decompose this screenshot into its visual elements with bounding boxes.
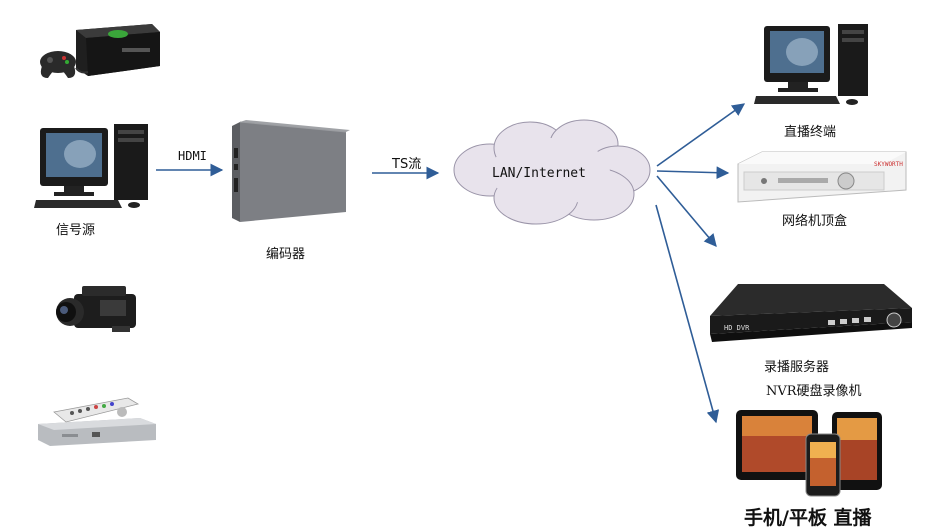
encoder-icon <box>232 120 350 222</box>
arrow-network-to-mobile <box>655 204 720 424</box>
game-console-icon <box>40 24 160 78</box>
receiver-with-remote-icon <box>38 397 156 446</box>
recorder-label-line2: NVR硬盘录像机 <box>766 384 862 399</box>
nvr-recorder-icon: HD DVR <box>710 284 912 342</box>
tablet-phone-icon <box>736 410 882 497</box>
source-computer-icon <box>34 124 148 208</box>
camcorder-icon <box>56 286 136 332</box>
settop-box-label: 网络机顶盒 <box>782 214 848 229</box>
network-cloud <box>453 119 651 225</box>
ts-stream-label: TS流 <box>392 157 422 172</box>
source-label: 信号源 <box>56 223 96 238</box>
svg-text:SKYWORTH: SKYWORTH <box>874 161 903 168</box>
nvr-brand-text: HD DVR <box>724 324 750 332</box>
arrow-network-to-terminal <box>656 103 746 167</box>
hdmi-label: HDMI <box>178 149 207 163</box>
terminal-computer-icon <box>754 24 868 105</box>
encoder-label: 编码器 <box>266 247 306 262</box>
mobile-label: 手机/平板 直播 <box>744 507 872 529</box>
recorder-label-line1: 录播服务器 <box>764 360 830 375</box>
arrow-network-to-recorder <box>656 175 717 247</box>
live-terminal-label: 直播终端 <box>784 125 837 140</box>
settop-box-icon: SKYWORTH <box>737 151 907 203</box>
network-label: LAN/Internet <box>492 166 586 181</box>
arrow-network-to-settop <box>656 166 730 180</box>
